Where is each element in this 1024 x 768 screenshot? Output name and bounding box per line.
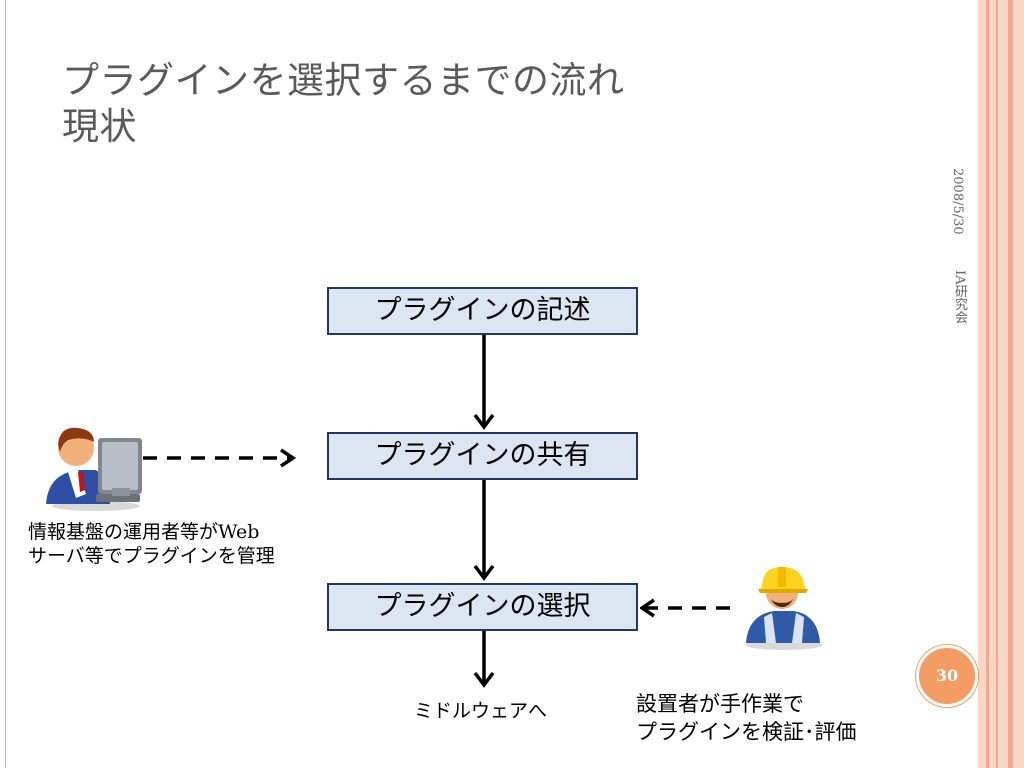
- arrow-select-to-middleware: [473, 631, 495, 688]
- side-organization: IA研究会: [952, 270, 967, 324]
- worker-hardhat-icon: [746, 567, 822, 650]
- dashed-arrow-installer-to-select: [640, 598, 730, 618]
- installer-caption-line-1: 設置者が手作業で: [636, 692, 804, 716]
- stripe-line: [996, 0, 998, 768]
- side-date: 2008/5/30: [950, 168, 965, 235]
- title-line-1: プラグインを選択するまでの流れ: [62, 59, 625, 102]
- slide-title: プラグインを選択するまでの流れ 現状: [62, 58, 625, 150]
- installer-caption-line-2: プラグインを検証･評価: [636, 720, 857, 744]
- dashed-arrow-operator-to-share: [143, 448, 297, 468]
- installer-caption: 設置者が手作業で プラグインを検証･評価: [636, 690, 857, 746]
- middleware-label: ミドルウェアへ: [414, 700, 548, 722]
- stripe-line: [986, 0, 989, 768]
- operator-caption: 情報基盤の運用者等がWeb サーバ等でプラグインを管理: [28, 520, 275, 568]
- operator-caption-line-2: サーバ等でプラグインを管理: [28, 545, 275, 567]
- stripe-line: [1008, 0, 1013, 768]
- flow-box-select: プラグインの選択: [327, 583, 638, 631]
- arrow-describe-to-share: [473, 335, 495, 430]
- flow-box-share: プラグインの共有: [327, 432, 638, 480]
- person-at-computer-icon: [46, 427, 142, 511]
- arrow-share-to-select: [473, 480, 495, 581]
- flow-box-describe: プラグインの記述: [327, 287, 638, 335]
- title-line-2: 現状: [62, 105, 137, 148]
- right-stripe-band: [978, 0, 1024, 768]
- left-border-line: [5, 0, 6, 768]
- page-number-badge: 30: [916, 645, 978, 707]
- operator-caption-line-1: 情報基盤の運用者等がWeb: [28, 521, 260, 543]
